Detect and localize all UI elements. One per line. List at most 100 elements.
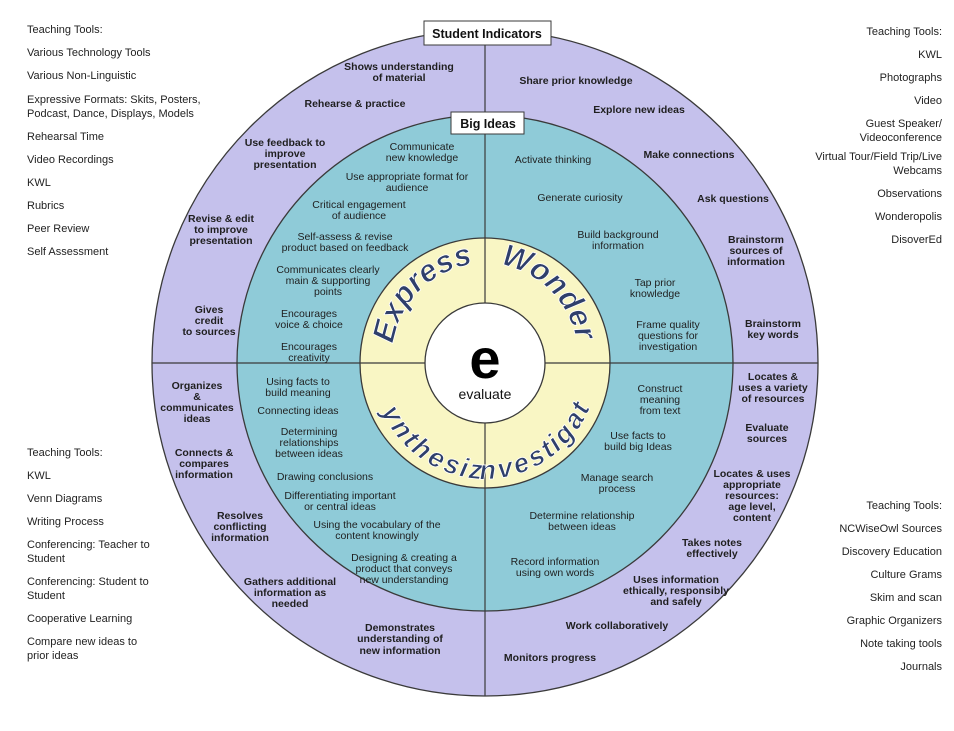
outer-bottom-right-indicators: Locates & uses a variety of resources Ev… [504, 371, 808, 664]
teaching-tools-heading: Teaching Tools: [866, 500, 942, 512]
indicator-text: of material [372, 72, 425, 84]
tool-item: Cooperative Learning [27, 613, 133, 625]
indicator-text: presentation [189, 235, 252, 247]
big-idea-text: Communicates clearly [276, 264, 380, 276]
tool-item: Various Non-Linguistic [27, 70, 137, 82]
tool-item: Expressive Formats: Skits, Posters, Podc… [27, 94, 201, 120]
indicator-text: Rehearse & practice [305, 98, 406, 110]
tool-item: KWL [27, 470, 51, 482]
big-idea-text: Encourages [281, 308, 337, 320]
tool-item: Skim and scan [869, 592, 942, 604]
big-idea-text: Critical engagement [312, 199, 405, 211]
big-idea-text: between ideas [548, 521, 616, 533]
indicator-text: compares [179, 458, 229, 470]
big-ideas-bottom-right: Construct meaning from text Use facts to… [511, 383, 683, 579]
tool-item: Journals [900, 661, 942, 673]
tool-item: Self Assessment [27, 246, 109, 258]
big-idea-text: knowledge [630, 288, 680, 300]
big-idea-text: or central ideas [304, 501, 376, 513]
indicator-text: Brainstorm [728, 234, 784, 246]
evaluate-word: evaluate [459, 386, 512, 402]
big-idea-text: Tap prior [635, 277, 676, 289]
indicator-text: communicates [160, 402, 234, 414]
big-ideas-tab [450, 111, 525, 135]
tool-item: Writing Process [27, 516, 104, 528]
indicator-text: sources of [729, 245, 783, 257]
indicator-text: to improve [194, 224, 248, 236]
tool-item: Venn Diagrams [27, 493, 103, 505]
indicator-text: understanding of [357, 633, 443, 645]
big-idea-text: Generate curiosity [537, 192, 623, 204]
big-idea-text: points [314, 286, 342, 298]
tool-item: Video Recordings [27, 154, 114, 166]
indicator-text: information [727, 256, 785, 268]
indicator-text: and safely [650, 596, 702, 608]
indicator-text: uses a variety [738, 382, 808, 394]
indicator-text: Gives [195, 304, 224, 316]
big-idea-text: using own words [516, 567, 594, 579]
big-idea-text: Use facts to [610, 430, 666, 442]
tool-item: Culture Grams [870, 569, 942, 581]
big-idea-text: content knowingly [335, 530, 419, 542]
indicator-text: information [211, 532, 269, 544]
indicator-text: Demonstrates [365, 622, 435, 634]
indicator-text: Uses information [633, 574, 719, 586]
teaching-tools-heading: Teaching Tools: [866, 26, 942, 38]
big-idea-text: process [599, 483, 636, 495]
tool-item: Discovery Education [841, 546, 942, 558]
big-idea-text: product that conveys [356, 563, 453, 575]
indicator-text: Work collaboratively [566, 620, 669, 632]
student-indicators-tab [423, 20, 552, 46]
indicator-text: Connects & [175, 447, 234, 459]
big-idea-text: from text [640, 405, 681, 417]
evaluate-letter: e [469, 327, 500, 390]
big-ideas-bottom-left: Using facts to build meaning Connecting … [257, 376, 457, 586]
big-idea-text: new understanding [360, 574, 449, 586]
tool-item: Conferencing: Student to Student [27, 576, 149, 602]
big-idea-text: Determine relationship [529, 510, 634, 522]
indicator-text: new information [359, 645, 440, 657]
big-ideas-label: Big Ideas [460, 117, 516, 131]
indicator-text: ideas [184, 413, 211, 425]
tool-item: Graphic Organizers [846, 615, 942, 627]
big-idea-text: build big Ideas [604, 441, 672, 453]
big-idea-text: Construct [638, 383, 683, 395]
teaching-tools-bottom-left: Teaching Tools: KWL Venn Diagrams Writin… [27, 442, 150, 668]
big-idea-text: Communicate [390, 141, 455, 153]
tool-item: Note taking tools [860, 638, 942, 650]
big-idea-text: questions for [638, 330, 699, 342]
indicator-text: Organizes [172, 380, 223, 392]
indicator-text: Locates & [748, 371, 799, 383]
big-idea-text: Designing & creating a [351, 552, 457, 564]
big-idea-text: voice & choice [275, 319, 343, 331]
indicator-text: Share prior knowledge [519, 75, 632, 87]
big-idea-text: information [592, 240, 644, 252]
big-idea-text: creativity [288, 352, 330, 364]
indicator-text: Evaluate [745, 422, 788, 434]
teaching-tools-top-right: Teaching Tools: KWL Photographs Video Gu… [815, 21, 942, 252]
big-idea-text: Differentiating important [284, 490, 395, 502]
indicator-text: needed [272, 598, 309, 610]
indicator-text: information as [254, 587, 327, 599]
big-idea-text: main & supporting [286, 275, 371, 287]
indicator-text: Use feedback to [245, 137, 326, 149]
teaching-tools-top-left: Teaching Tools: Various Technology Tools… [27, 19, 201, 264]
tool-item: NCWiseOwl Sources [839, 523, 942, 535]
outer-top-left-indicators: Shows understanding of material Rehearse… [182, 61, 453, 338]
indicator-text: Revise & edit [188, 213, 254, 225]
indicator-text: Shows understanding [344, 61, 454, 73]
indicator-text: age level, [728, 501, 775, 513]
indicator-text: information [175, 469, 233, 481]
tool-item: DisoverEd [891, 234, 942, 246]
tool-item: Video [914, 95, 942, 107]
big-idea-text: meaning [640, 394, 680, 406]
big-idea-text: Self-assess & revise [297, 231, 392, 243]
outer-bottom-left-indicators: Organizes & communicates ideas Connects … [160, 380, 443, 657]
indicator-text: Explore new ideas [593, 104, 685, 116]
indicator-text: Locates & uses [713, 468, 790, 480]
tool-item: Rubrics [27, 200, 65, 212]
tool-item: Compare new ideas to prior ideas [27, 636, 138, 662]
indicator-text: effectively [686, 548, 738, 560]
big-idea-text: Using the vocabulary of the [313, 519, 440, 531]
